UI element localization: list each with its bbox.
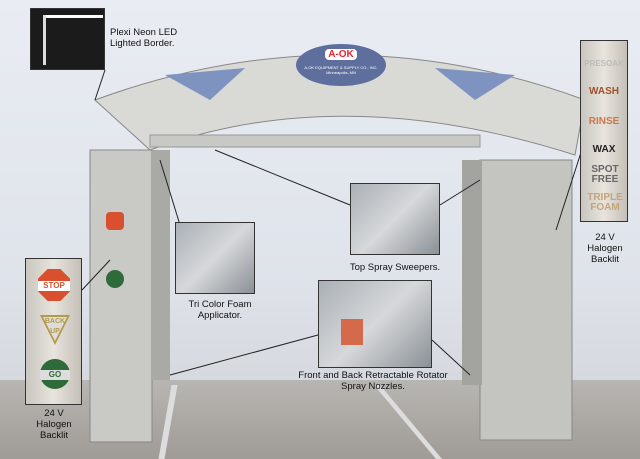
wash-cycle-sign: PRESOAK WASH RINSE WAX SPOT FREE TRIPLE …: [580, 40, 628, 222]
pillar-stop-sign: [106, 212, 124, 230]
logo-company: A-OK EQUIPMENT & SUPPLY CO., INC.: [304, 65, 378, 70]
sign-presoak: PRESOAK: [584, 59, 624, 68]
top-spray-caption: Top Spray Sweepers.: [349, 262, 441, 273]
led-border-photo: [30, 8, 105, 70]
sign-backup: BACK UP: [44, 318, 66, 335]
nozzle-photo: [318, 280, 432, 368]
sign-wax: WAX: [592, 144, 616, 155]
sign-spot-free: SPOT FREE: [591, 164, 619, 185]
right-sign-caption: 24 V Halogen Backlit: [587, 232, 623, 265]
sign-triple-foam: TRIPLE FOAM: [587, 192, 623, 213]
top-spray-photo: [350, 183, 440, 255]
logo-location: Minneapolis, MN: [326, 70, 356, 75]
foam-applicator-photo: [175, 222, 255, 294]
pillar-go-sign: [106, 270, 124, 288]
sign-go: GO: [40, 370, 70, 380]
logo-brand: A-OK: [325, 49, 357, 60]
traffic-sign: STOP BACK UP GO: [25, 258, 82, 405]
led-caption: Plexi Neon LED Lighted Border.: [110, 27, 178, 49]
foam-caption: Tri Color Foam Applicator.: [188, 299, 252, 321]
sign-rinse: RINSE: [588, 116, 620, 127]
nozzle-caption: Front and Back Retractable Rotator Spray…: [298, 370, 448, 392]
sign-wash: WASH: [589, 86, 619, 97]
company-logo: A-OK A-OK EQUIPMENT & SUPPLY CO., INC. M…: [296, 44, 386, 86]
left-sign-caption: 24 V Halogen Backlit: [36, 408, 72, 441]
sign-stop: STOP: [38, 281, 70, 291]
